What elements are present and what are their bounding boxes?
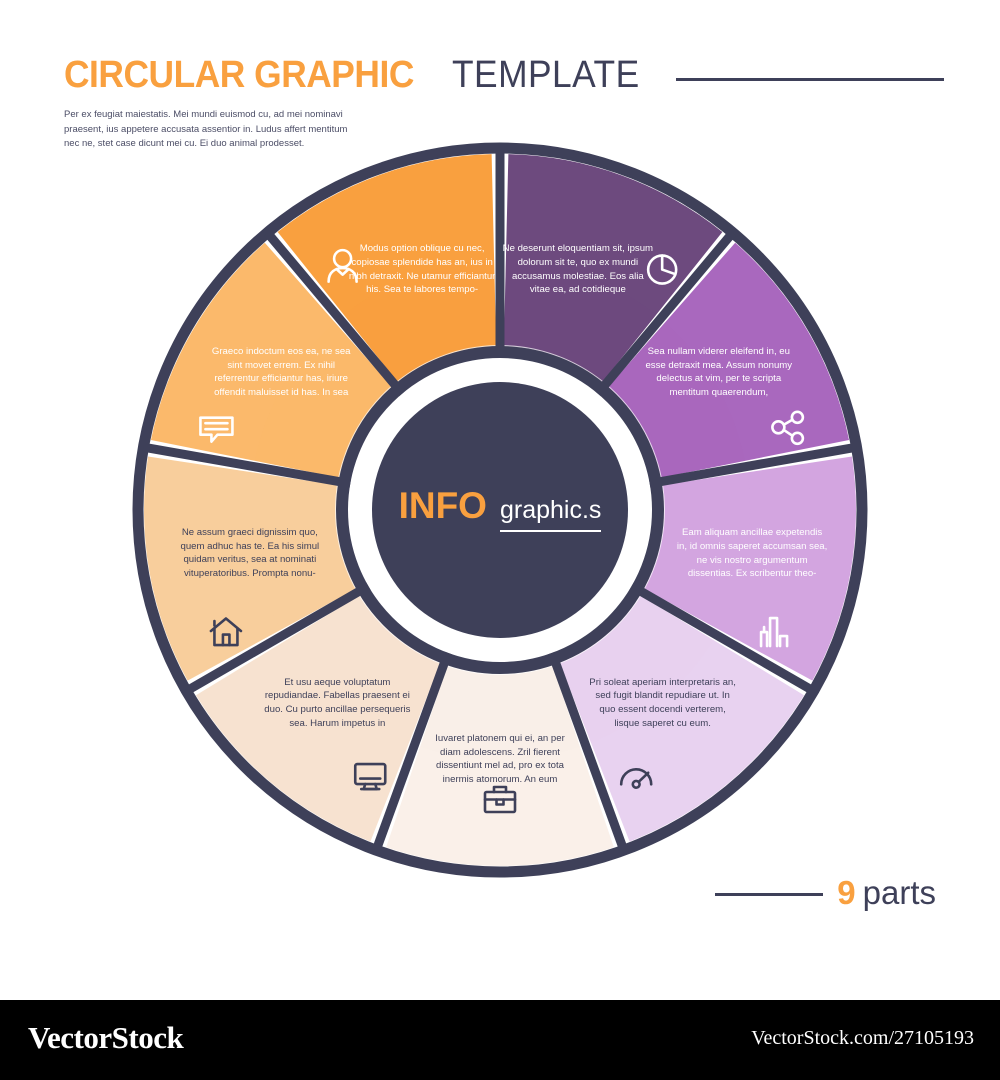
segment-text-4: Pri soleat aperiam interpretaris an, sed…	[587, 676, 739, 730]
segment-body-text: Eam aliquam ancillae expetendis in, id o…	[676, 527, 828, 580]
subtitle-text: Per ex feugiat maiestatis. Mei mundi eui…	[64, 109, 348, 150]
tint-segment-2	[608, 322, 746, 478]
segment-group	[143, 154, 857, 867]
segment-body-text: Iuvaret platonem qui ei, an per diam ado…	[435, 733, 565, 785]
divider-4	[629, 582, 816, 695]
segment-text-9: Modus option oblique cu nec, copiosae sp…	[346, 242, 498, 296]
user-icon	[327, 248, 358, 283]
segment-body-text: Modus option oblique cu nec, copiosae sp…	[348, 243, 496, 296]
divider-2	[594, 229, 737, 397]
vectorstock-logo: VectorStock	[28, 1020, 184, 1055]
segment-text-3: Eam aliquam ancillae expetendis in, id o…	[676, 526, 828, 580]
chart-segment-3[interactable]	[644, 456, 857, 681]
hub-outer-ring	[336, 346, 664, 674]
title-accent: CIRCULAR GRAPHIC	[64, 54, 414, 96]
chart-segment-1[interactable]	[503, 154, 723, 382]
bar-chart-icon	[759, 616, 789, 648]
parts-number: 9	[837, 874, 856, 911]
parts-label: parts	[862, 874, 936, 911]
chart-segment-6[interactable]	[195, 595, 440, 842]
segment-text-5: Iuvaret platonem qui ei, an per diam ado…	[424, 732, 576, 786]
segment-body-text: Ne deserunt eloquentiam sit, ipsum dolor…	[502, 243, 654, 296]
hub-center	[372, 382, 628, 638]
segment-text-2: Sea nullam viderer eleifend in, eu esse …	[643, 345, 795, 399]
segment-text-8: Graeco indoctum eos ea, ne sea sint move…	[205, 345, 357, 399]
tint-segment-8	[254, 322, 392, 478]
share-nodes-icon	[771, 410, 805, 446]
tint-segment-1	[503, 260, 657, 382]
divider-8	[142, 442, 352, 489]
chart-segment-7[interactable]	[143, 456, 356, 681]
tint-segment-6	[286, 595, 441, 743]
page-title: CIRCULAR GRAPHIC TEMPLATE	[64, 56, 944, 94]
segment-body-text: Sea nullam viderer eleifend in, eu esse …	[645, 346, 793, 399]
chart-segment-9[interactable]	[277, 154, 497, 382]
gauge-icon	[619, 768, 653, 790]
icon-group	[199, 248, 805, 814]
tint-segment-3	[643, 472, 750, 630]
tint-segment-5	[420, 665, 580, 760]
monitor-icon	[353, 762, 387, 791]
pie-chart-icon	[646, 254, 678, 285]
briefcase-icon	[483, 785, 517, 814]
chat-bubble-icon	[199, 416, 234, 443]
chart-segment-2[interactable]	[609, 242, 850, 478]
segment-body-text: Pri soleat aperiam interpretaris an, sed…	[589, 676, 736, 729]
parts-indicator: 9 parts	[715, 876, 936, 909]
tint-segment-7	[250, 472, 357, 630]
vectorstock-url: VectorStock.com/27105193	[751, 1027, 974, 1049]
segment-text-6: Et usu aeque voluptatum repudiandae. Fab…	[261, 676, 413, 730]
watermark-bar: VectorStock VectorStock.com/27105193	[0, 1000, 1000, 1080]
segment-body-text: Et usu aeque voluptatum repudiandae. Fab…	[264, 676, 411, 729]
divider-7	[184, 582, 371, 695]
segment-body-text: Ne assum graeci dignissim quo, quem adhu…	[180, 527, 320, 579]
segment-dividers	[142, 148, 858, 852]
title-rest: TEMPLATE	[452, 54, 640, 96]
tint-segment-4	[559, 595, 714, 743]
divider-5	[547, 651, 629, 852]
title-divider	[676, 77, 944, 81]
inner-tint-ring	[250, 260, 750, 760]
home-icon	[209, 617, 243, 647]
artboard: CIRCULAR GRAPHIC TEMPLATE Per ex feugiat…	[64, 56, 944, 909]
divider-3	[648, 442, 858, 489]
header: CIRCULAR GRAPHIC TEMPLATE Per ex feugiat…	[64, 56, 944, 152]
segment-body-text: Graeco indoctum eos ea, ne sea sint move…	[211, 346, 351, 399]
segment-text-7: Ne assum graeci dignissim quo, quem adhu…	[174, 526, 326, 580]
segment-text-1: Ne deserunt eloquentiam sit, ipsum dolor…	[502, 242, 654, 296]
parts-divider	[715, 893, 824, 896]
tint-segment-9	[343, 260, 497, 382]
wheel-svg	[132, 142, 868, 878]
divider-9	[263, 229, 406, 397]
divider-6	[371, 651, 453, 852]
chart-segment-5[interactable]	[386, 666, 614, 867]
circular-chart: Ne deserunt eloquentiam sit, ipsum dolor…	[120, 130, 880, 890]
